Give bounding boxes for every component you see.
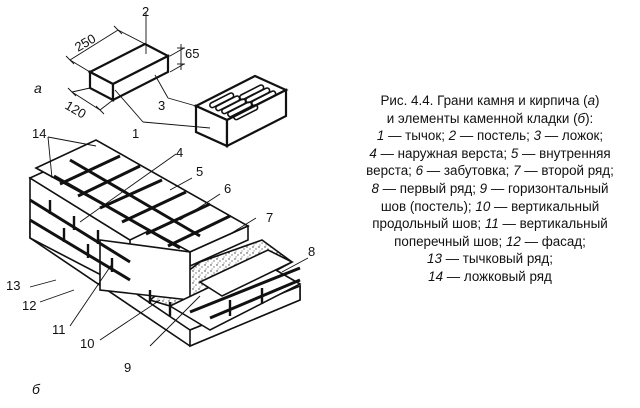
callout-13: 13	[6, 278, 20, 293]
leader-lines	[29, 12, 309, 347]
callout-6: 6	[224, 181, 231, 196]
mortar-joints	[29, 154, 301, 320]
masonry-wall	[28, 139, 302, 348]
caption-line-3: 1 — тычок; 2 — постель; 3 — ложок;	[376, 128, 604, 144]
callout-4: 4	[176, 145, 183, 160]
caption-line-6: 8 — первый ряд; 9 — горизонтальный	[371, 180, 609, 196]
callout-5: 5	[196, 164, 203, 179]
caption-title: Рис. 4.4. Грани камня и кирпича (а)	[380, 93, 600, 108]
callout-7: 7	[266, 210, 273, 225]
callout-3: 3	[158, 98, 165, 113]
callout-8: 8	[308, 244, 315, 259]
dim-width-label: 120	[63, 98, 89, 122]
callout-10: 10	[80, 336, 94, 351]
part-a-label: а	[34, 80, 42, 96]
caption-line-11: 14 — ложковый ряд	[428, 268, 552, 284]
caption-line-7: шов (постель); 10 — вертикальный	[380, 198, 600, 214]
caption-line-10: 13 — тычковый ряд;	[427, 251, 553, 267]
hollow-brick	[193, 74, 289, 148]
caption-line-5: верста; 6 — забутовка; 7 — второй ряд;	[366, 163, 614, 179]
callout-1: 1	[132, 126, 139, 141]
callout-12: 12	[22, 298, 36, 313]
dimension-lines	[65, 25, 185, 115]
solid-brick	[87, 42, 171, 102]
caption-line-9: поперечный шов; 12 — фасад;	[394, 233, 586, 249]
vertical-joints	[48, 200, 264, 316]
figure-caption: Рис. 4.4. Грани камня и кирпича (а) и эл…	[340, 92, 640, 286]
caption-line-4: 4 — наружная верста; 5 — внутренняя	[369, 145, 611, 161]
dim-height-label: 65	[185, 46, 199, 61]
part-b-label: б	[32, 381, 41, 397]
callout-9: 9	[124, 360, 131, 375]
caption-line-8: продольный шов; 11 — вертикальный	[372, 216, 608, 232]
dim-length-label: 250	[72, 31, 98, 55]
caption-line-2: и элементы каменной кладки (б):	[386, 110, 594, 126]
callout-11: 11	[52, 322, 66, 337]
callout-14: 14	[32, 126, 46, 141]
callout-2: 2	[142, 4, 149, 19]
